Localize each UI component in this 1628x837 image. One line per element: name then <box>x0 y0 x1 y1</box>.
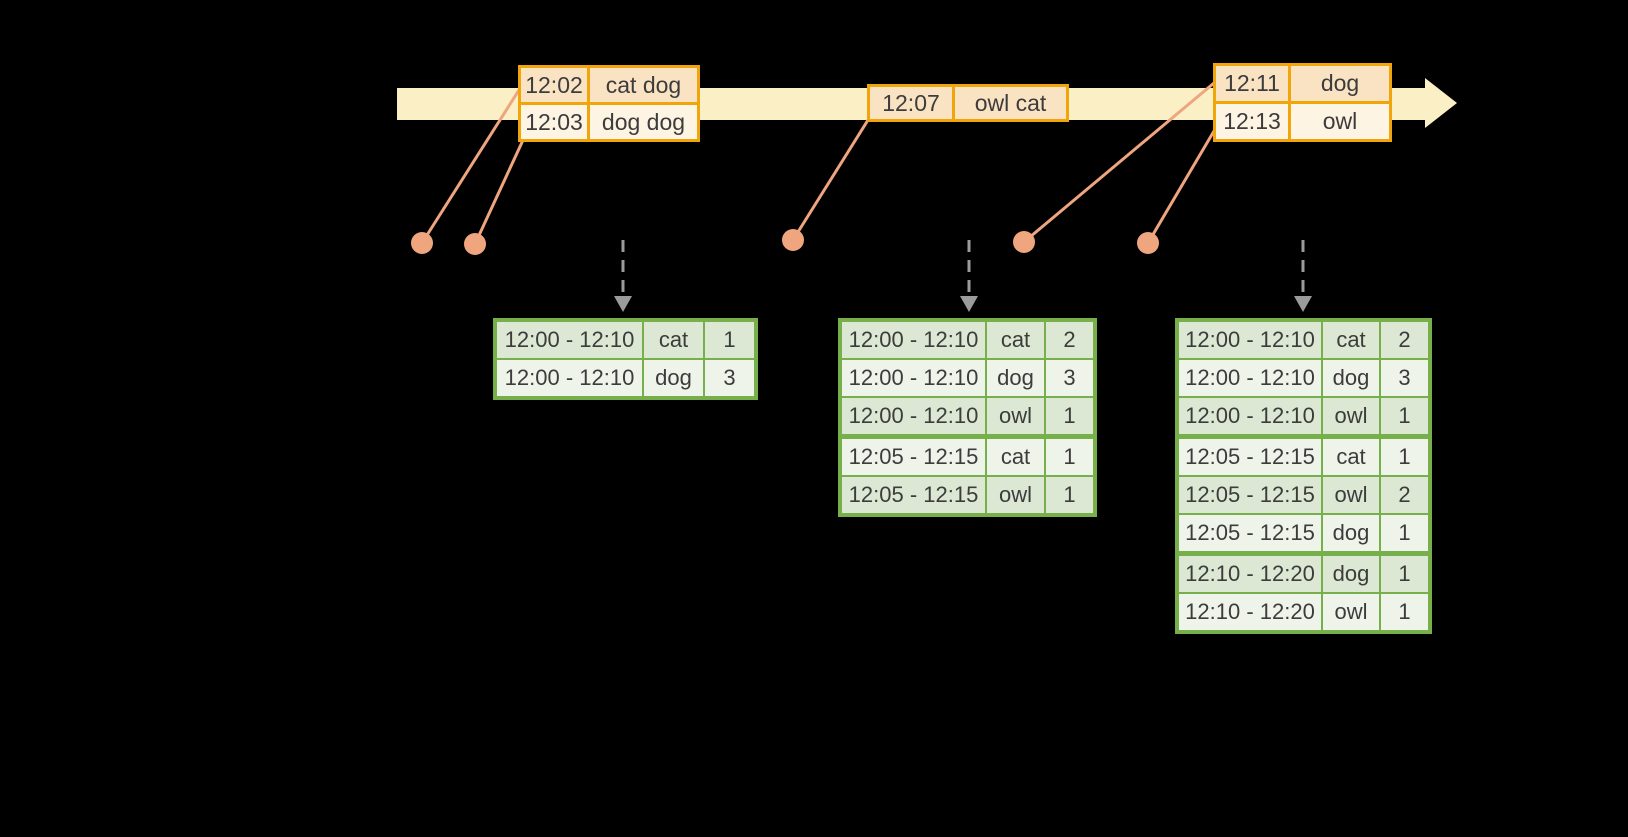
event-marker-dot <box>782 229 804 251</box>
word-cell: dog <box>987 360 1044 396</box>
window-cell: 12:00 - 12:10 <box>842 322 985 358</box>
window-cell: 12:00 - 12:10 <box>1179 360 1321 396</box>
count-cell: 1 <box>1046 477 1093 513</box>
word-cell: dog <box>1323 360 1379 396</box>
word-cell: owl <box>987 477 1044 513</box>
event-marker-dot <box>464 233 486 255</box>
word-cell: dog <box>644 360 703 396</box>
trigger-arrow-icon <box>960 240 978 312</box>
word-cell: cat <box>987 439 1044 475</box>
event-connector-line <box>791 118 870 242</box>
word-cell: cat <box>644 322 703 358</box>
count-cell: 1 <box>1046 439 1093 475</box>
window-cell: 12:05 - 12:15 <box>842 477 985 513</box>
window-cell: 12:00 - 12:10 <box>842 398 985 434</box>
word-cell: dog <box>1323 556 1379 592</box>
window-cell: 12:00 - 12:10 <box>497 322 642 358</box>
word-cell: dog <box>1323 515 1379 551</box>
count-cell: 1 <box>1381 439 1428 475</box>
count-cell: 1 <box>1381 594 1428 630</box>
event-words-cell: owl cat <box>955 87 1066 119</box>
count-cell: 1 <box>1046 398 1093 434</box>
count-cell: 1 <box>705 322 754 358</box>
word-cell: cat <box>1323 439 1379 475</box>
word-cell: owl <box>1323 398 1379 434</box>
event-connector-line <box>473 136 526 246</box>
count-cell: 1 <box>1381 556 1428 592</box>
event-connector-line <box>1022 81 1216 244</box>
count-cell: 2 <box>1046 322 1093 358</box>
window-cell: 12:00 - 12:10 <box>842 360 985 396</box>
trigger-arrow-icon <box>1294 240 1312 312</box>
event-marker-dot <box>1013 231 1035 253</box>
window-cell: 12:10 - 12:20 <box>1179 556 1321 592</box>
event-time-cell: 12:13 <box>1216 104 1288 139</box>
event-words-cell: dog <box>1291 66 1389 101</box>
event-time-cell: 12:03 <box>521 105 587 139</box>
word-cell: cat <box>1323 322 1379 358</box>
event-words-cell: owl <box>1291 104 1389 139</box>
count-cell: 2 <box>1381 477 1428 513</box>
event-connector-line <box>1146 129 1216 245</box>
event-marker-dot <box>411 232 433 254</box>
event-time-cell: 12:11 <box>1216 66 1288 101</box>
count-cell: 3 <box>1381 360 1428 396</box>
window-cell: 12:05 - 12:15 <box>842 439 985 475</box>
window-cell: 12:10 - 12:20 <box>1179 594 1321 630</box>
trigger-arrow-icon <box>614 240 632 312</box>
window-cell: 12:05 - 12:15 <box>1179 439 1321 475</box>
word-cell: cat <box>987 322 1044 358</box>
count-cell: 1 <box>1381 515 1428 551</box>
event-words-cell: cat dog <box>590 68 697 102</box>
event-time-cell: 12:07 <box>870 87 952 119</box>
window-cell: 12:00 - 12:10 <box>1179 322 1321 358</box>
window-cell: 12:00 - 12:10 <box>1179 398 1321 434</box>
count-cell: 2 <box>1381 322 1428 358</box>
word-cell: owl <box>987 398 1044 434</box>
event-time-cell: 12:02 <box>521 68 587 102</box>
word-cell: owl <box>1323 594 1379 630</box>
window-cell: 12:05 - 12:15 <box>1179 515 1321 551</box>
count-cell: 1 <box>1381 398 1428 434</box>
count-cell: 3 <box>1046 360 1093 396</box>
event-words-cell: dog dog <box>590 105 697 139</box>
word-cell: owl <box>1323 477 1379 513</box>
window-cell: 12:00 - 12:10 <box>497 360 642 396</box>
window-cell: 12:05 - 12:15 <box>1179 477 1321 513</box>
event-connector-line <box>420 88 521 245</box>
event-marker-dot <box>1137 232 1159 254</box>
count-cell: 3 <box>705 360 754 396</box>
